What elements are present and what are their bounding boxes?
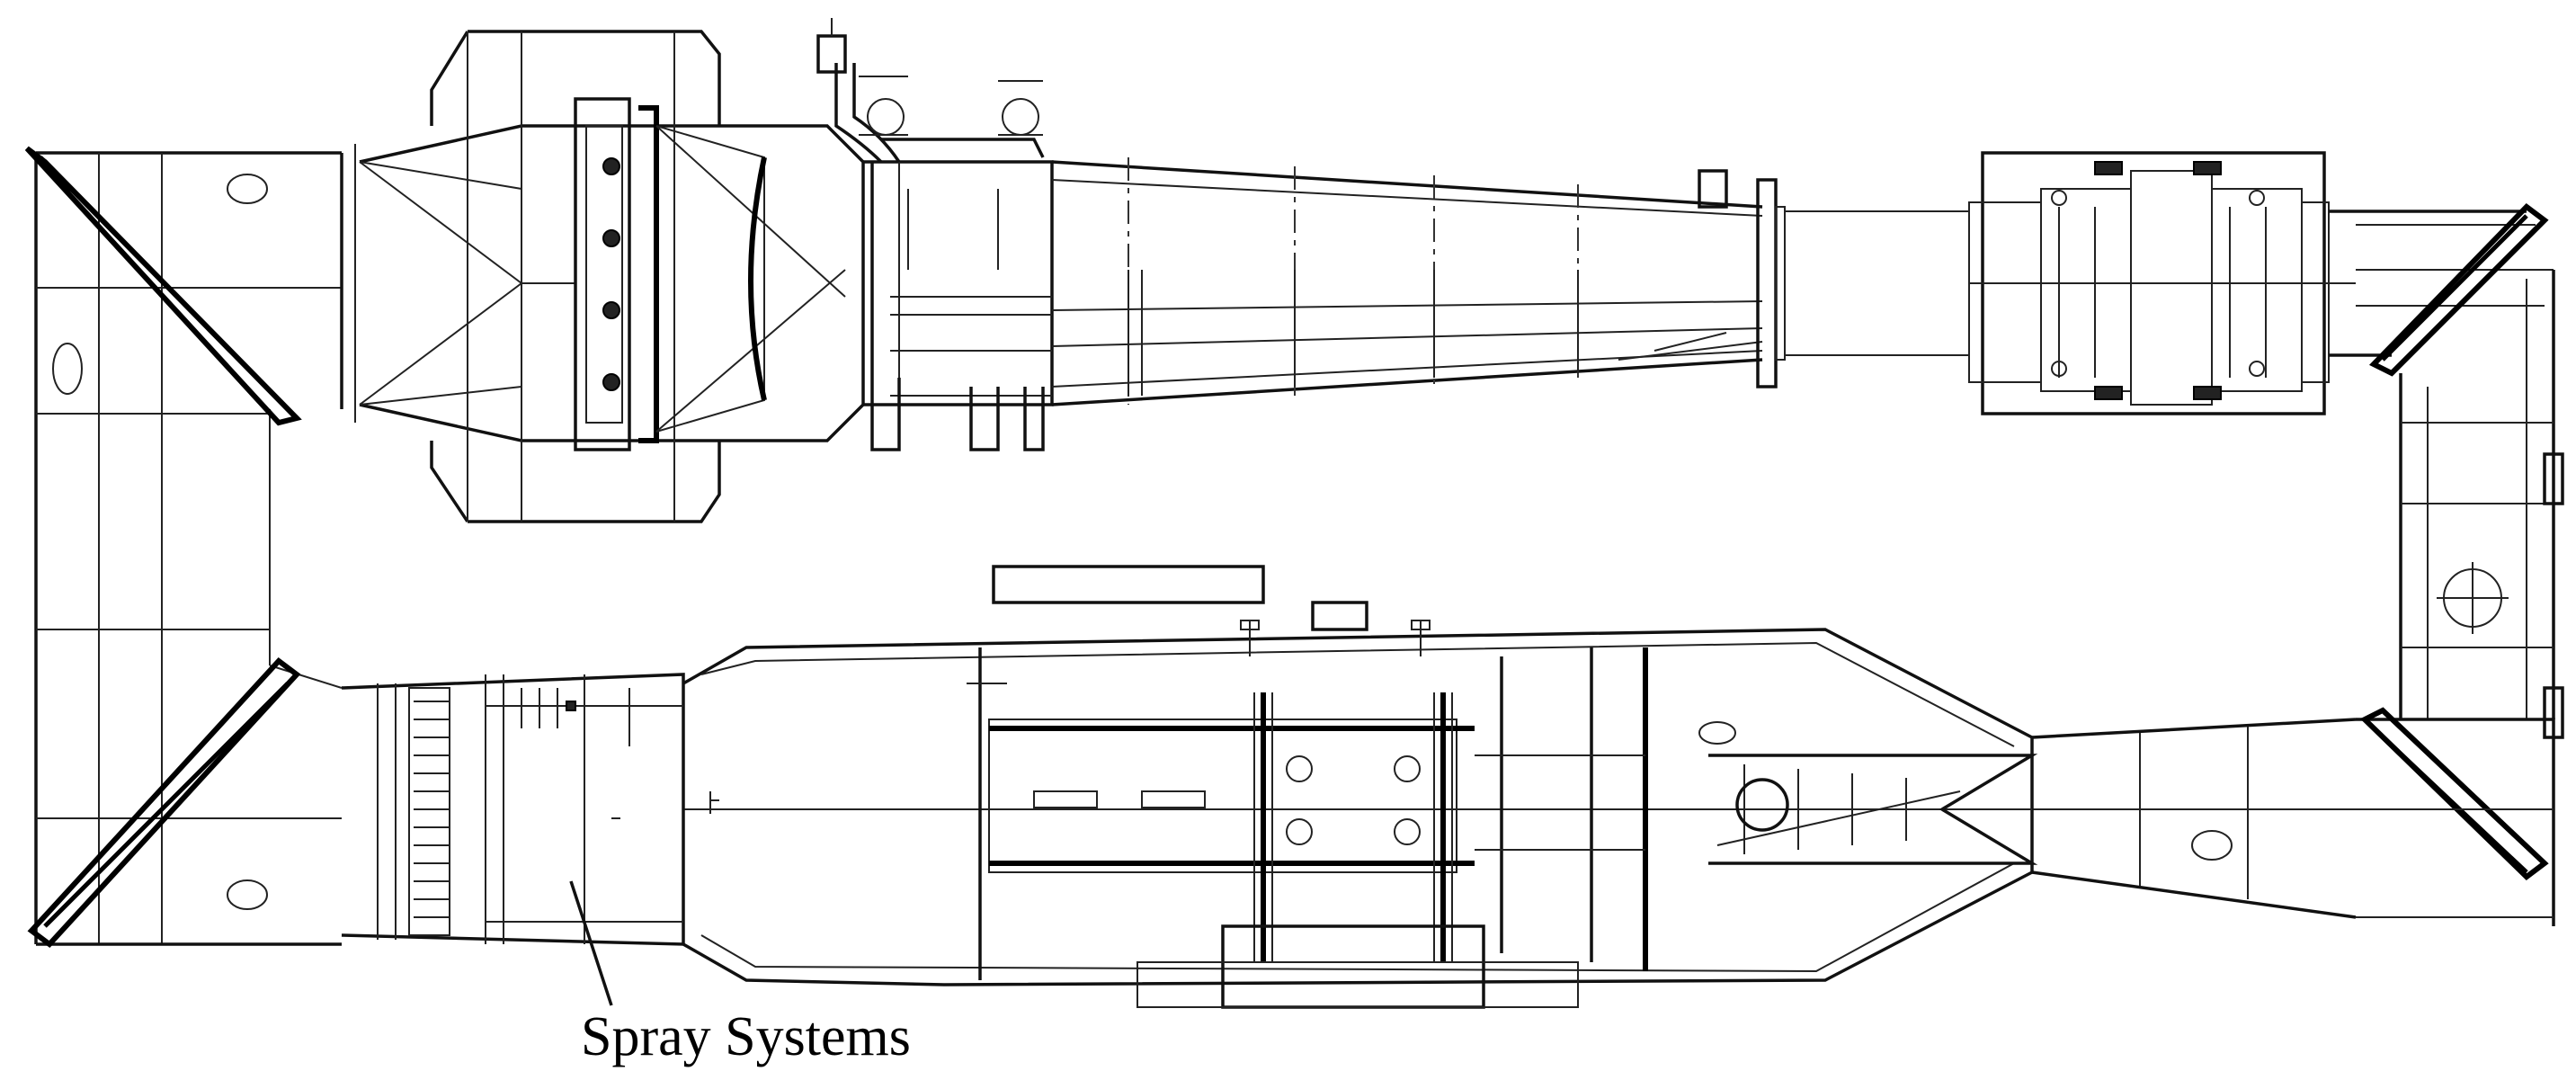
corner-bottom-left bbox=[27, 656, 343, 949]
upper-leg bbox=[24, 18, 2554, 944]
spray-chamber bbox=[682, 565, 2034, 1009]
spray-systems-leader-line bbox=[569, 880, 613, 1006]
return-diffuser bbox=[2031, 718, 2554, 919]
settling-chamber bbox=[340, 30, 865, 523]
lower-leg bbox=[27, 565, 2555, 1009]
spray-systems-label: Spray Systems bbox=[581, 1006, 911, 1067]
contraction-and-piping bbox=[816, 18, 1054, 451]
lower-contraction bbox=[341, 673, 719, 946]
corner-top-left bbox=[24, 146, 342, 944]
inner-nozzle bbox=[1708, 754, 2038, 865]
return-leg-right bbox=[2399, 270, 2564, 739]
corner-bottom-right bbox=[2191, 707, 2555, 926]
corner-top-right bbox=[2329, 203, 2554, 377]
fan-section bbox=[1968, 151, 2356, 415]
test-section bbox=[1051, 157, 1969, 406]
